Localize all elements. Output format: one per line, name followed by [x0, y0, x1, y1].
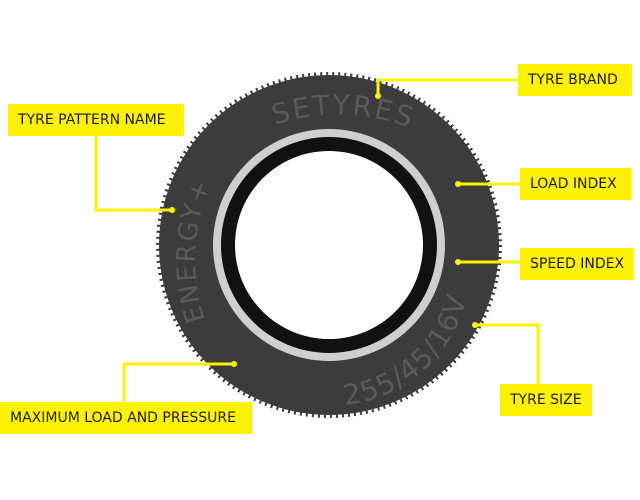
label-tyre-pattern-name: TYRE PATTERN NAME: [8, 104, 184, 136]
anchor-dot-tyre-pattern-name: [169, 207, 175, 213]
anchor-dot-tyre-size: [472, 322, 478, 328]
anchor-dot-load-index: [455, 181, 461, 187]
label-maximum-load-and-pressure: MAXIMUM LOAD AND PRESSURE: [0, 402, 252, 434]
anchor-dot-tyre-brand: [375, 93, 381, 99]
anchor-dot-speed-index: [455, 259, 461, 265]
rim-center: [235, 151, 423, 339]
leader-tyre-pattern-name: [96, 136, 172, 210]
leader-tyre-size: [475, 325, 538, 384]
label-tyre-size: TYRE SIZE: [500, 384, 592, 416]
label-speed-index: SPEED INDEX: [520, 248, 633, 280]
anchor-dot-maximum-load-and-pressure: [231, 361, 237, 367]
label-tyre-brand: TYRE BRAND: [518, 64, 632, 96]
label-load-index: LOAD INDEX: [520, 168, 631, 200]
